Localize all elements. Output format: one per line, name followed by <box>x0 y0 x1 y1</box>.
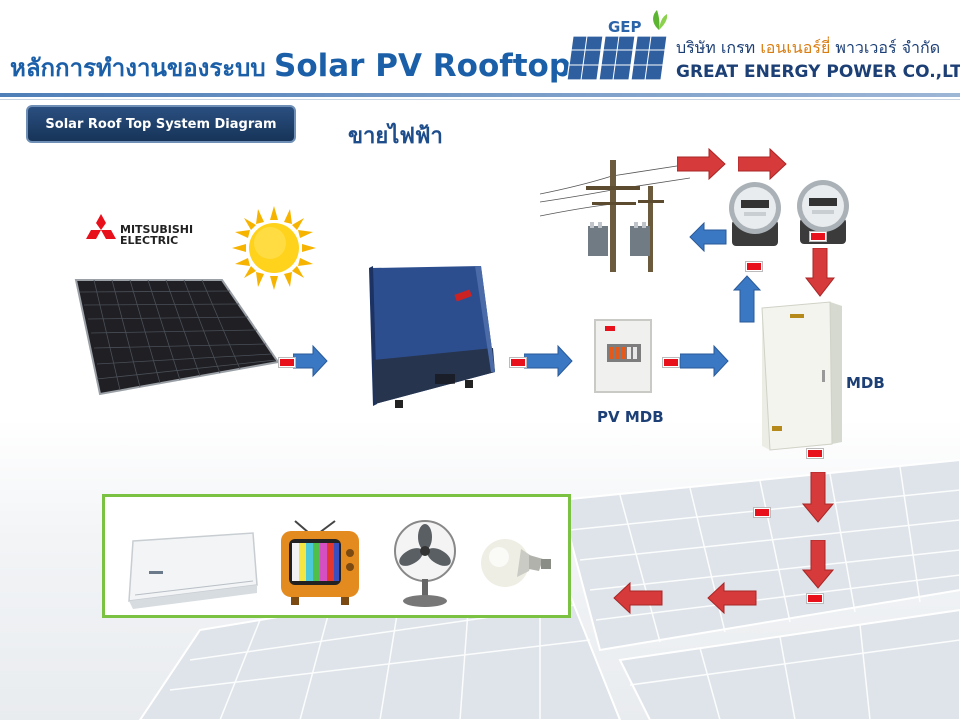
connector-tag <box>746 262 762 271</box>
panel-brand-line2: ELECTRIC <box>120 234 179 247</box>
connector-tag <box>510 358 526 367</box>
led-bulb-icon <box>477 527 557 601</box>
gep-logo-text: GEP <box>608 18 642 36</box>
panel-brand-line1: MITSUBISHI <box>120 223 194 236</box>
air-conditioner-icon <box>125 531 261 615</box>
company-name-english: GREAT ENERGY POWER CO.,LTD. <box>676 62 960 82</box>
mitsubishi-logo-icon <box>84 214 118 248</box>
company-name-thai: บริษัท เกรท เอนเนอร์ยี่ พาวเวอร์ จำกัด <box>676 36 940 61</box>
sun-icon <box>232 206 316 294</box>
flow-arrow-blue <box>679 344 730 382</box>
company-name-thai-highlight: เอนเนอร์ยี่ <box>760 38 831 57</box>
flow-arrow-red-left <box>612 581 664 618</box>
flow-arrow-blue <box>523 344 574 382</box>
pv-mdb-label: PV MDB <box>597 408 664 426</box>
energy-meter-icon <box>794 178 852 250</box>
header-divider-thin <box>0 99 960 100</box>
pv-mdb-icon <box>593 318 653 398</box>
connector-tag <box>807 594 823 603</box>
company-name-thai-suffix: พาวเวอร์ จำกัด <box>830 38 941 57</box>
connector-tag <box>279 358 295 367</box>
sell-electricity-label: ขายไฟฟ้า <box>348 123 443 149</box>
background-solar-field <box>0 420 960 721</box>
solar-grid-logo-icon <box>566 35 668 81</box>
appliances-frame <box>102 494 571 618</box>
connector-tag <box>810 232 826 241</box>
flow-arrow-blue-left <box>688 221 728 256</box>
title-thai: หลักการทำงานของระบบ <box>10 54 266 82</box>
tv-icon <box>275 519 365 613</box>
flow-arrow-red-down <box>804 247 836 302</box>
utility-pole-icon <box>539 156 691 278</box>
page-title: หลักการทำงานของระบบ Solar PV Rooftop <box>10 48 571 87</box>
fan-icon <box>387 517 463 613</box>
flow-arrow-red <box>676 147 727 184</box>
company-logo <box>565 34 669 86</box>
flow-arrow-red-down <box>801 471 835 528</box>
connector-tag <box>807 449 823 458</box>
mdb-label: MDB <box>846 374 885 392</box>
flow-arrow-red-down <box>801 539 835 594</box>
title-english: Solar PV Rooftop <box>274 48 572 84</box>
panel-brand-label: MITSUBISHI ELECTRIC <box>120 224 193 246</box>
header-divider <box>0 93 960 97</box>
leaf-icon <box>648 8 670 36</box>
mdb-cabinet-icon <box>760 300 844 456</box>
flow-arrow-blue <box>292 344 329 382</box>
solar-panel-icon <box>72 278 282 400</box>
inverter-icon <box>355 262 505 414</box>
company-name-thai-prefix: บริษัท เกรท <box>676 38 761 57</box>
connector-tag <box>663 358 679 367</box>
flow-arrow-red-left <box>706 581 758 618</box>
energy-meter-icon <box>726 180 784 252</box>
flow-arrow-blue-up <box>732 274 762 328</box>
flow-arrow-red <box>737 147 788 184</box>
connector-tag <box>754 508 770 517</box>
diagram-badge: Solar Roof Top System Diagram <box>26 105 296 143</box>
